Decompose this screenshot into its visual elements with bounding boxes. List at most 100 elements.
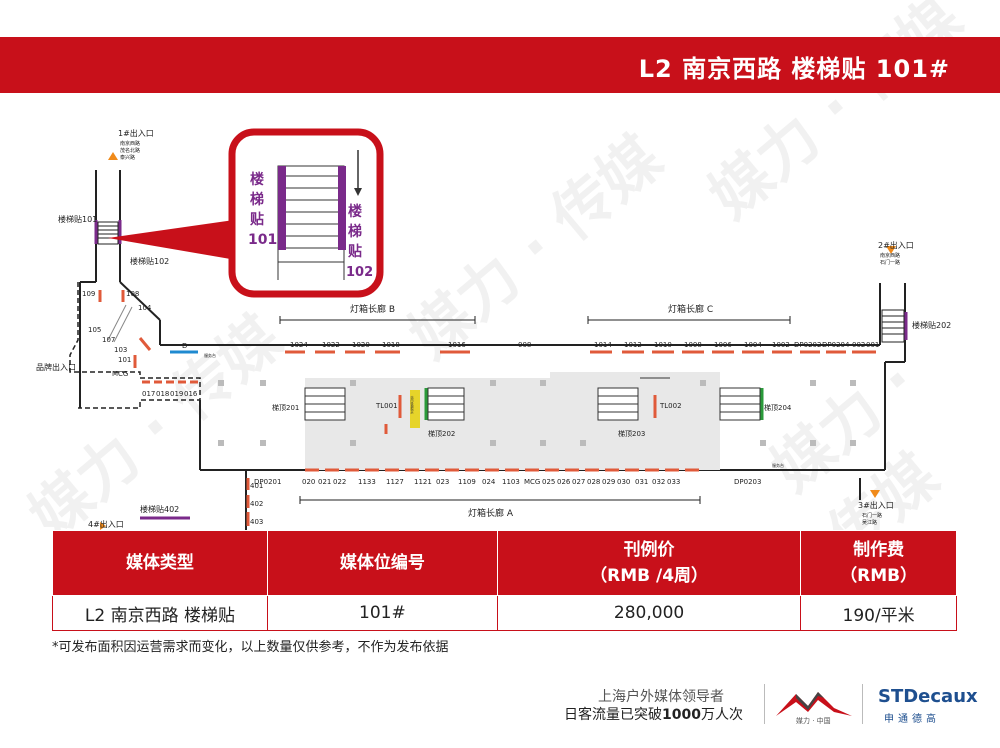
svg-text:025: 025 — [542, 478, 555, 486]
svg-text:1004: 1004 — [744, 341, 762, 349]
svg-text:1014: 1014 — [594, 341, 612, 349]
svg-text:DP0203: DP0203 — [734, 478, 761, 486]
svg-text:018: 018 — [156, 390, 169, 398]
meili-logo — [776, 692, 852, 716]
table-header-row: 媒体类型 媒体位编号 刊例价（RMB /4周） 制作费（RMB） — [52, 530, 957, 596]
stdecaux-subtitle: 申通德高 — [884, 714, 940, 725]
col-price: 刊例价（RMB /4周） — [496, 530, 802, 596]
svg-text:104: 104 — [138, 304, 152, 312]
svg-text:1012: 1012 — [624, 341, 642, 349]
inset-zoom: 楼 梯 贴 101 楼 梯 贴 102 — [228, 128, 384, 298]
stair-label-202: 楼梯贴202 — [912, 320, 951, 330]
svg-text:梯顶203: 梯顶203 — [618, 429, 645, 438]
cell-price: 280,000 — [496, 595, 802, 631]
svg-text:茂名北路: 茂名北路 — [120, 147, 140, 154]
svg-text:梯顶201: 梯顶201 — [272, 403, 299, 412]
corridor-a: 灯箱长廊 A — [468, 507, 514, 519]
inset-left-num: 101 — [248, 232, 277, 248]
svg-text:026: 026 — [557, 478, 571, 486]
header-banner: L2 南京西路 楼梯贴 101# — [0, 37, 1000, 93]
stair-label-101: 楼梯贴101 — [58, 214, 97, 224]
svg-text:MCG: MCG — [112, 370, 128, 378]
platform-zone — [305, 378, 720, 470]
station-map: 1#出入口 南京西路 茂名北路 泰兴路 2#出入口 南京西路 石门一路 3#出入… — [36, 128, 951, 530]
svg-text:泰兴路: 泰兴路 — [120, 154, 135, 161]
svg-text:1008: 1008 — [684, 341, 702, 349]
inset-right-char-2: 梯 — [348, 223, 362, 240]
exit-4-label: 4#出入口 — [88, 519, 124, 529]
footer-divider-2 — [862, 684, 863, 724]
page-title: L2 南京西路 楼梯贴 101# — [638, 55, 950, 83]
cell-media-type: L2 南京西路 楼梯贴 — [52, 595, 268, 631]
footnote: *可发布面积因运营需求而变化，以上数量仅供参考，不作为发布依据 — [52, 640, 449, 655]
svg-text:服务台: 服务台 — [772, 462, 784, 468]
footer-slogan-2: 日客流量已突破1000万人次 — [564, 707, 743, 723]
svg-text:1109: 1109 — [458, 478, 476, 486]
svg-text:028: 028 — [587, 478, 600, 486]
inset-left-char-3: 贴 — [250, 211, 264, 228]
corridor-b: 灯箱长廊 B — [350, 303, 395, 315]
svg-text:DP0202: DP0202 — [794, 341, 821, 349]
svg-text:108: 108 — [126, 290, 139, 298]
stair-label-102: 楼梯贴102 — [130, 256, 169, 266]
svg-text:石门一路: 石门一路 — [862, 512, 882, 519]
svg-text:020: 020 — [302, 478, 315, 486]
svg-text:梯顶202: 梯顶202 — [428, 429, 455, 438]
svg-text:石门一路: 石门一路 — [880, 259, 900, 266]
svg-text:017: 017 — [142, 390, 155, 398]
svg-text:002: 002 — [852, 341, 865, 349]
svg-text:107: 107 — [102, 336, 115, 344]
svg-text:1010: 1010 — [654, 341, 672, 349]
svg-text:1016: 1016 — [448, 341, 466, 349]
svg-text:1103: 1103 — [502, 478, 520, 486]
svg-text:1022: 1022 — [322, 341, 340, 349]
svg-text:021: 021 — [318, 478, 331, 486]
inset-right-num: 102 — [346, 265, 373, 280]
svg-text:031: 031 — [635, 478, 648, 486]
svg-text:023: 023 — [436, 478, 449, 486]
inset-pointer — [108, 218, 248, 262]
exit-1-label: 1#出入口 — [118, 128, 154, 138]
svg-text:109: 109 — [82, 290, 95, 298]
inset-left-char-2: 梯 — [250, 191, 264, 208]
meili-logo-text: 媒力 · 中国 — [796, 717, 831, 725]
col-production-fee: 制作费（RMB） — [800, 530, 957, 596]
left-dashed-area — [69, 282, 201, 409]
cell-production-fee: 190/平米 — [800, 595, 957, 631]
stair-label-402: 楼梯贴402 — [140, 504, 179, 514]
media-price-table: 媒体类型 媒体位编号 刊例价（RMB /4周） 制作费（RMB） L2 南京西路… — [52, 530, 957, 631]
svg-text:1020: 1020 — [352, 341, 370, 349]
svg-text:101: 101 — [118, 356, 131, 364]
svg-text:019: 019 — [170, 390, 183, 398]
svg-text:403: 403 — [250, 518, 263, 526]
svg-text:TL001: TL001 — [375, 402, 398, 410]
svg-text:南京西路: 南京西路 — [880, 252, 900, 259]
svg-text:吴江路: 吴江路 — [862, 519, 877, 526]
footer-slogan-1: 上海户外媒体领导者 — [598, 689, 724, 705]
footer-divider — [764, 684, 765, 724]
svg-text:032: 032 — [652, 478, 665, 486]
svg-text:027: 027 — [572, 478, 585, 486]
svg-text:103: 103 — [114, 346, 127, 354]
svg-text:站内吸烟指示: 站内吸烟指示 — [410, 395, 414, 415]
exit-2-label: 2#出入口 — [878, 240, 914, 250]
corridor-c: 灯箱长廊 C — [668, 303, 713, 315]
svg-text:402: 402 — [250, 500, 263, 508]
table-row: L2 南京西路 楼梯贴 101# 280,000 190/平米 — [52, 595, 957, 631]
svg-text:001: 001 — [866, 341, 879, 349]
inset-right-char-1: 楼 — [348, 203, 362, 220]
svg-text:030: 030 — [617, 478, 630, 486]
svg-text:029: 029 — [602, 478, 615, 486]
svg-text:033: 033 — [667, 478, 680, 486]
svg-text:1133: 1133 — [358, 478, 376, 486]
cell-media-id: 101# — [266, 595, 498, 631]
svg-text:1018: 1018 — [382, 341, 400, 349]
stdecaux-logo: STDecaux — [878, 686, 978, 707]
svg-text:1002: 1002 — [772, 341, 790, 349]
svg-text:DP0201: DP0201 — [254, 478, 281, 486]
stair-101 — [97, 221, 119, 245]
svg-text:D: D — [182, 342, 187, 350]
svg-text:105: 105 — [88, 326, 101, 334]
svg-text:016: 016 — [184, 390, 198, 398]
col-media-id: 媒体位编号 — [266, 530, 498, 596]
